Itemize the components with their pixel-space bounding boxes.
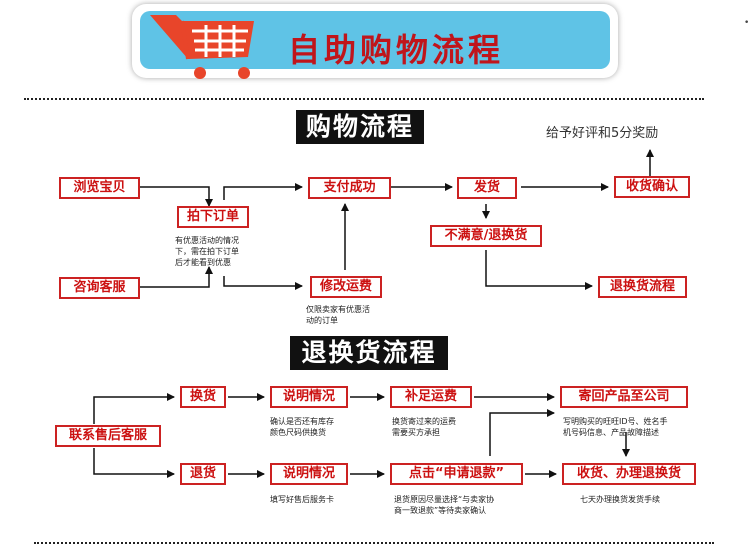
section-title-purchase: 购物流程 (296, 110, 424, 144)
step-refund: 退货 (180, 463, 226, 485)
arrow-order-modify (223, 276, 303, 290)
step-unsatisfied: 不满意/退换货 (430, 225, 542, 247)
header-banner: 自助购物流程 (132, 4, 618, 79)
explain-exchange-note: 确认是否还有库存 颜色尺码供换货 (270, 417, 334, 437)
order-note: 有优惠活动的情况 下，需在拍下订单 后才能看到优惠 (175, 236, 239, 267)
step-browse: 浏览宝贝 (59, 177, 140, 199)
arrow-browse-order (140, 186, 213, 207)
supplement-note: 换货寄过来的运费 需要买方承担 (392, 417, 456, 437)
edge-mark: • (744, 18, 750, 28)
receive-note: 七天办理换货发货手续 (580, 495, 660, 504)
mail-back-note: 写明购买的旺旺ID号、姓名手 机号码信息、产品故障描述 (563, 417, 668, 437)
step-receive: 收货、办理退换货 (562, 463, 696, 485)
step-order: 拍下订单 (177, 206, 249, 228)
divider-bottom (34, 542, 714, 544)
step-return-flow: 退换货流程 (598, 276, 687, 298)
step-apply-refund: 点击“申请退款” (390, 463, 523, 485)
modify-note: 仅限卖家有优惠活 动的订单 (306, 305, 370, 325)
step-contact-service: 联系售后客服 (55, 425, 161, 447)
arrow-apply-mail (489, 409, 555, 456)
divider-top (24, 98, 704, 100)
step-explain-exchange: 说明情况 (270, 386, 348, 408)
arrow-contact-refund (93, 448, 175, 478)
step-exchange: 换货 (180, 386, 226, 408)
apply-refund-note: 退货原因尽量选择“与卖家协 商一致退款”等待卖家确认 (394, 495, 495, 515)
explain-refund-note: 填写好售后服务卡 (270, 495, 334, 504)
review-text: 给予好评和5分奖励 (546, 126, 659, 141)
banner-panel: 自助购物流程 (140, 11, 610, 79)
step-consult: 咨询客服 (59, 277, 140, 299)
shopping-cart-icon (150, 15, 254, 79)
section-title-returns: 退换货流程 (290, 336, 448, 370)
step-supplement: 补足运费 (390, 386, 472, 408)
step-mail-back: 寄回产品至公司 (560, 386, 688, 408)
arrow-consult-order (140, 266, 213, 288)
banner-title: 自助购物流程 (288, 31, 505, 69)
arrow-contact-exchange (93, 393, 175, 424)
step-pay: 支付成功 (308, 177, 391, 199)
arrow-unsatisfied-return (485, 250, 593, 290)
step-explain-refund: 说明情况 (270, 463, 348, 485)
arrow-order-pay (223, 183, 303, 200)
step-ship: 发货 (457, 177, 517, 199)
step-modify: 修改运费 (310, 276, 382, 298)
step-confirm: 收货确认 (614, 176, 690, 198)
